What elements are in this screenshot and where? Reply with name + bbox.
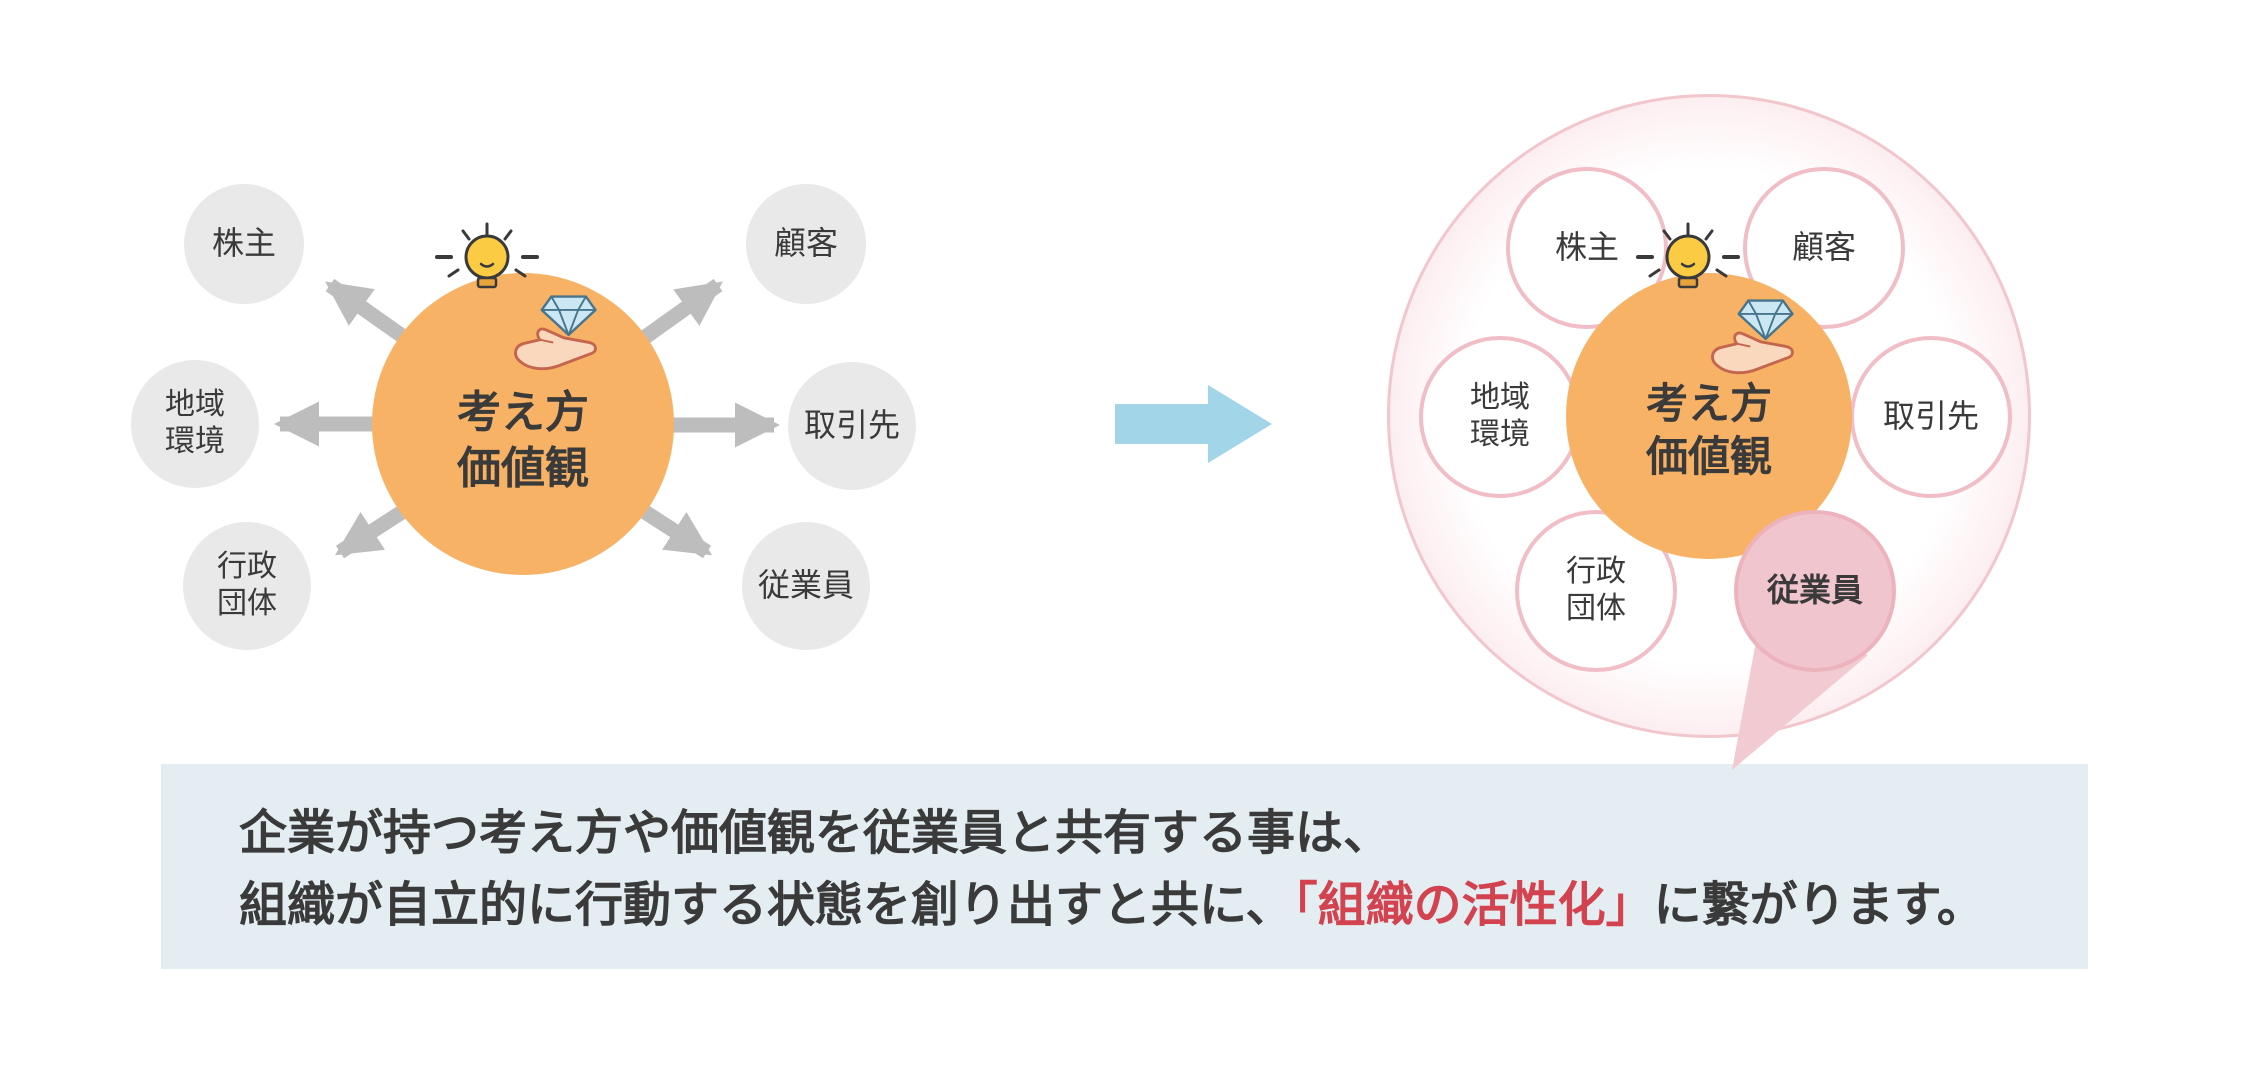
stakeholder-label: 取引先 xyxy=(1882,398,1979,435)
stakeholder-label: 地域 環境 xyxy=(165,388,225,458)
stakeholder-label: 地域 環境 xyxy=(1470,381,1530,451)
stakeholder-government: 行政 団体 xyxy=(183,522,311,650)
values-line1: 考え方 xyxy=(1645,380,1772,427)
stakeholder-label: 顧客 xyxy=(773,225,838,262)
stakeholder-employees-highlighted: 従業員 xyxy=(1734,510,1896,672)
stakeholder-customers: 顧客 xyxy=(746,184,866,304)
caption-line2: 組織が自立的に行動する状態を創り出すと共に、「組織の活性化」に繋がります。 xyxy=(239,870,2048,942)
values-line2: 価値観 xyxy=(1645,433,1772,481)
stakeholder-shareholders: 株主 xyxy=(1506,167,1668,329)
caption-highlight: 「組織の活性化」 xyxy=(1293,879,1654,932)
caption-line2-pre: 組織が自立的に行動する状態を創り出すと共に、 xyxy=(239,879,1294,932)
caption-box: 企業が持つ考え方や価値観を従業員と共有する事は、 組織が自立的に行動する状態を創… xyxy=(161,764,2088,969)
stakeholder-label: 行政 団体 xyxy=(217,550,277,620)
stakeholder-label: 株主 xyxy=(211,225,276,262)
stakeholder-suppliers: 取引先 xyxy=(788,362,916,490)
stakeholder-label: 顧客 xyxy=(1791,229,1856,266)
stakeholder-label: 取引先 xyxy=(803,407,900,444)
caption-line2-post: に繋がります。 xyxy=(1653,879,1985,932)
values-label: 考え方 価値観 xyxy=(1566,377,1852,484)
hand-diamond-icon xyxy=(1708,289,1804,385)
values-circle: 考え方 価値観 xyxy=(372,273,674,575)
flow-arrow-icon xyxy=(1115,385,1272,463)
stakeholder-employees: 従業員 xyxy=(742,522,870,650)
caption-line1: 企業が持つ考え方や価値観を従業員と共有する事は、 xyxy=(239,807,1392,860)
stakeholder-label: 株主 xyxy=(1554,229,1619,266)
stakeholder-label: 行政 団体 xyxy=(1566,555,1626,625)
stakeholder-region-environment: 地域 環境 xyxy=(1419,336,1581,498)
stakeholder-label: 従業員 xyxy=(1766,572,1863,609)
values-line1: 考え方 xyxy=(457,388,589,437)
stakeholder-region-environment: 地域 環境 xyxy=(131,360,259,488)
values-label: 考え方 価値観 xyxy=(372,385,674,497)
stakeholder-shareholders: 株主 xyxy=(184,184,304,304)
stakeholder-label: 従業員 xyxy=(757,567,854,604)
hand-diamond-icon xyxy=(511,285,607,381)
values-line2: 価値観 xyxy=(457,443,589,493)
stakeholder-suppliers: 取引先 xyxy=(1850,336,2012,498)
